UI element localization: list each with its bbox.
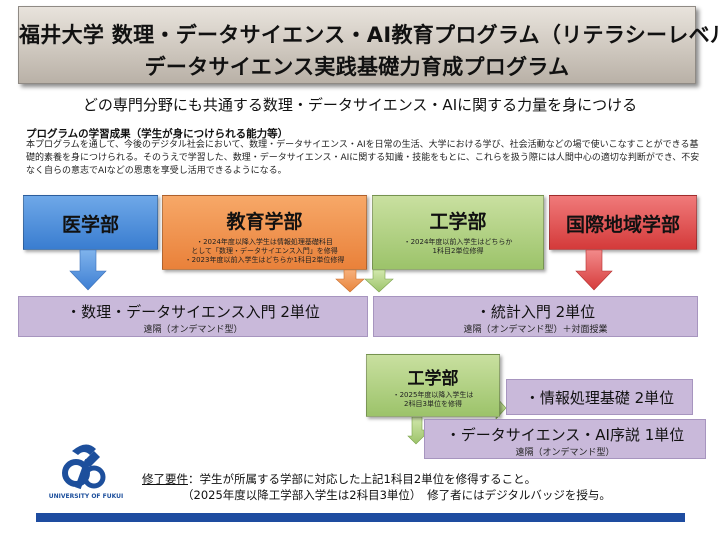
dept-engineering: 工学部 ・2024年度以前入学生はどちらか 1科目2単位修得 <box>372 195 544 270</box>
dept-name: 医学部 <box>61 214 119 236</box>
course-name: ・情報処理基礎 2単位 <box>524 389 675 407</box>
requirements-label: 修了要件 <box>142 472 188 486</box>
university-logo: UNIVERSITY OF FUKUI <box>49 441 123 511</box>
dept-name: 国際地域学部 <box>565 214 680 236</box>
dept-education: 教育学部 ・2024年度以降入学生は情報処理基礎科目 として「数理・データサイエ… <box>162 195 367 270</box>
title-line-2: データサイエンス実践基礎力育成プログラム <box>144 55 570 79</box>
course-name: ・データサイエンス・AI序説 1単位 <box>445 426 685 444</box>
course-mode: 遠隔（オンデマンド型）＋対面授業 <box>463 325 608 335</box>
arrow-international-down-icon <box>575 249 613 291</box>
dept-note: 2科目3単位を修得 <box>404 400 462 408</box>
title-line-1: 福井大学 数理・データサイエンス・AI教育プログラム（リテラシーレベル） <box>19 23 720 47</box>
outcomes-heading: プログラムの学習成果（学生が身につけられる能力等） <box>26 128 289 140</box>
dept-note: ・2025年度以降入学生は <box>392 391 474 399</box>
course-ds-ai-intro: ・データサイエンス・AI序説 1単位 遠隔（オンデマンド型） <box>424 419 706 459</box>
footer-bar <box>36 513 685 522</box>
title-banner: 福井大学 数理・データサイエンス・AI教育プログラム（リテラシーレベル） データ… <box>18 6 720 84</box>
dept-name: 教育学部 <box>226 211 303 233</box>
logo-text: UNIVERSITY OF FUKUI <box>48 493 124 500</box>
course-mode: 遠隔（オンデマンド型） <box>515 448 615 458</box>
completion-requirements: 修了要件：学生が所属する学部に対応した上記1科目2単位を修得すること。 （202… <box>142 471 702 503</box>
dept-engineering-2025: 工学部 ・2025年度以降入学生は 2科目3単位を修得 <box>366 354 500 417</box>
course-name: ・統計入門 2単位 <box>475 303 596 321</box>
dept-international: 国際地域学部 <box>549 195 697 250</box>
dept-name: 工学部 <box>407 369 459 389</box>
course-intro-data-science: ・数理・データサイエンス入門 2単位 遠隔（オンデマンド型） <box>18 296 368 337</box>
requirements-line-2: （2025年度以降工学部入学生は2科目3単位） 修了者にはデジタルバッジを授与。 <box>182 488 611 502</box>
fukui-university-logo-icon <box>62 444 106 490</box>
dept-note: ・2023年度以前入学生はどちらか1科目2単位修得 <box>184 256 345 264</box>
dept-medicine: 医学部 <box>23 195 158 250</box>
dept-name: 工学部 <box>429 211 487 233</box>
course-statistics: ・統計入門 2単位 遠隔（オンデマンド型）＋対面授業 <box>373 296 698 337</box>
arrow-medicine-down-icon <box>69 249 107 291</box>
dept-note: ・2024年度以前入学生はどちらか <box>403 238 513 246</box>
program-subtitle: どの専門分野にも共通する数理・データサイエンス・AIに関する力量を身につける <box>82 96 638 114</box>
arrow-engineering-down-icon <box>364 269 394 293</box>
dept-note: として「数理・データサイエンス入門」を修得 <box>191 247 338 255</box>
course-name: ・数理・データサイエンス入門 2単位 <box>66 303 320 321</box>
outcomes-text: 本プログラムを通して、今後のデジタル社会において、数理・データサイエンス・AIを… <box>26 140 700 176</box>
dept-note: ・2024年度以降入学生は情報処理基礎科目 <box>196 238 333 246</box>
course-mode: 遠隔（オンデマンド型） <box>143 325 243 335</box>
arrow-education-down-icon <box>335 269 365 293</box>
course-info-processing: ・情報処理基礎 2単位 <box>506 379 693 415</box>
dept-note: 1科目2単位修得 <box>432 247 484 255</box>
requirements-line-1: ：学生が所属する学部に対応した上記1科目2単位を修得すること。 <box>188 472 537 486</box>
